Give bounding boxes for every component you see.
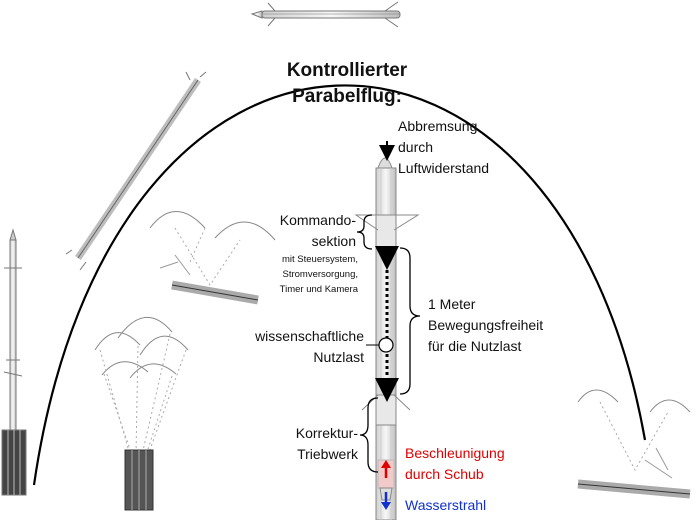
kommando-detail-line-1: mit Steuersystem, [281, 254, 358, 265]
title-line-1: Kontrollierter [286, 60, 408, 81]
meter-line-2: Bewegungsfreiheit [428, 317, 544, 333]
beschleunigung-line-1: Beschleunigung [405, 445, 505, 461]
brace-korrektur [359, 397, 379, 473]
flight-trajectory [32, 84, 647, 486]
korrektur-line-1: Korrektur- [295, 425, 358, 441]
brace-bewegung [399, 247, 421, 395]
rocket-ascending [65, 71, 207, 271]
label-nutzlast: wissenschaftliche Nutzlast [210, 326, 364, 368]
meter-line-3: für die Nutzlast [428, 338, 522, 354]
korrektur-line-2: Triebwerk [297, 446, 358, 462]
parachute-separation-right [577, 389, 691, 499]
rocket-apex [250, 1, 401, 28]
label-wasserstrahl: Wasserstrahl [405, 497, 487, 513]
kommando-detail-line-2: Stromversorgung, [282, 269, 358, 280]
meter-line-1: 1 Meter [428, 296, 476, 312]
label-bewegungsfreiheit: 1 Meter Bewegungsfreiheit für die Nutzla… [428, 294, 543, 357]
title-line-2: Parabelflug: [292, 86, 402, 107]
kommando-line-2: sektion [311, 233, 356, 249]
kommando-detail-line-3: Timer und Kamera [279, 284, 358, 295]
kommando-line-1: Kommando- [279, 212, 356, 228]
diagram-title: Kontrollierter Parabelflug: [270, 58, 424, 110]
water-arrowhead [381, 502, 391, 510]
abbremsung-line-1: Abbremsung [398, 118, 478, 134]
label-abbremsung: Abbremsung durch Luftwiderstand [398, 116, 489, 179]
abbremsung-line-3: Luftwiderstand [398, 160, 490, 176]
parachute-separation-left [149, 211, 276, 305]
beschleunigung-line-2: durch Schub [405, 466, 484, 482]
abbremsung-line-2: durch [398, 139, 434, 155]
nutzlast-line-1: wissenschaftliche [255, 328, 364, 344]
thrust-arrowhead [381, 460, 391, 468]
nutzlast-line-2: Nutzlast [313, 349, 364, 365]
rocket-launch [1, 228, 27, 496]
label-kommando-detail: mit Steuersystem, Stromversorgung, Timer… [262, 252, 358, 297]
payload-marker [378, 337, 394, 353]
label-kommando: Kommando- sektion [262, 210, 356, 252]
parachute-cluster [94, 316, 189, 511]
brace-kommando [356, 214, 373, 250]
label-beschleunigung: Beschleunigung durch Schub [405, 443, 505, 485]
label-korrektur: Korrektur- Triebwerk [272, 423, 358, 465]
